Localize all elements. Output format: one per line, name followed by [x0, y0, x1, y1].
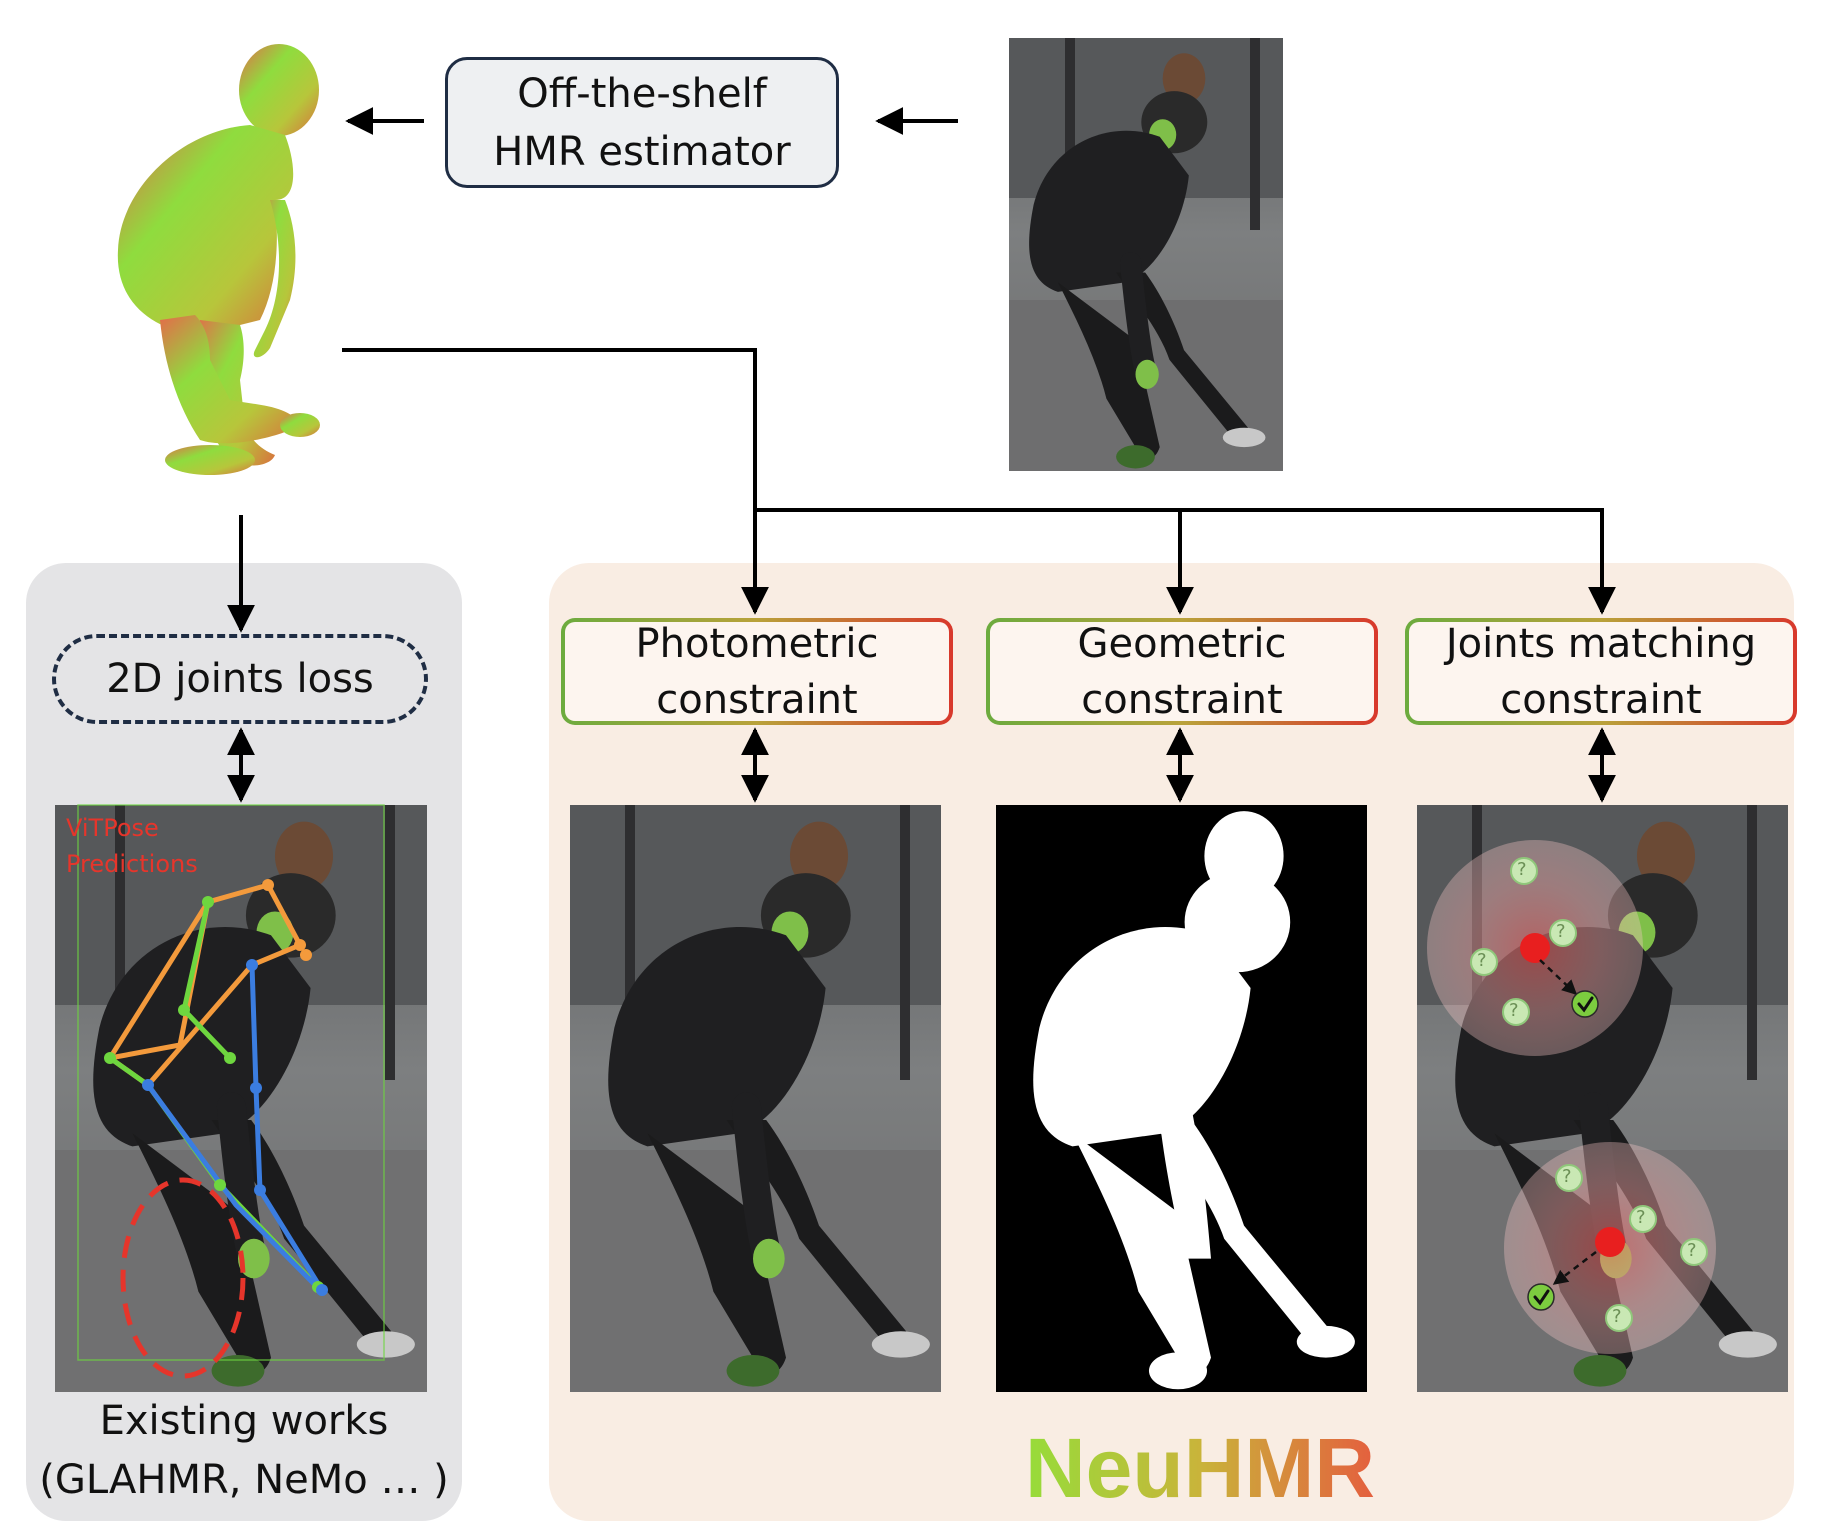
geometric-mask-image — [996, 805, 1367, 1392]
vitpose-overlay-label: ViTPose Predictions — [66, 810, 198, 882]
photometric-constraint-box: Photometric constraint — [561, 618, 953, 725]
match-marker-question: ? — [1612, 1306, 1622, 1327]
photometric-image — [570, 805, 941, 1392]
hmr-mesh-figure — [117, 44, 320, 475]
match-marker-question: ? — [1687, 1240, 1697, 1261]
joints-matching-line2: constraint — [1500, 676, 1702, 723]
neuhmr-title-part1: Neu — [1025, 1421, 1184, 1515]
match-marker-question: ? — [1509, 1000, 1519, 1021]
match-marker-question: ? — [1562, 1166, 1572, 1187]
geometric-constraint-box: Geometric constraint — [986, 618, 1378, 725]
match-marker-question: ? — [1517, 859, 1527, 880]
vitpose-overlay-line2: Predictions — [66, 850, 198, 878]
geometric-line1: Geometric — [1077, 620, 1287, 667]
photometric-line2: constraint — [656, 676, 858, 723]
connectors — [227, 107, 1616, 803]
error-highlight-ellipse — [120, 1177, 246, 1379]
match-marker-question: ? — [1556, 921, 1566, 942]
match-marker-question: ? — [1636, 1207, 1646, 1228]
joints-matching-image — [1417, 805, 1788, 1392]
hmr-estimator-box: Off-the-shelf HMR estimator — [445, 57, 839, 188]
geometric-line2: constraint — [1081, 676, 1283, 723]
existing-works-caption: Existing works — [99, 1398, 389, 1444]
vitpose-overlay-line1: ViTPose — [66, 814, 159, 842]
input-photo — [1009, 38, 1283, 471]
existing-works-examples: (GLAHMR, NeMo … ) — [39, 1457, 449, 1503]
hmr-estimator-line2: HMR estimator — [493, 128, 791, 175]
photometric-line1: Photometric — [635, 620, 879, 667]
vitpose-image — [55, 804, 427, 1392]
joints-loss-label: 2D joints loss — [106, 656, 374, 702]
neuhmr-title: NeuHMR — [1000, 1420, 1400, 1517]
joints-matching-line1: Joints matching — [1445, 620, 1757, 667]
joints-loss-box: 2D joints loss — [52, 634, 428, 724]
hmr-estimator-line1: Off-the-shelf — [517, 70, 767, 117]
neuhmr-title-part2: HMR — [1183, 1421, 1375, 1515]
vitpose-joints — [104, 879, 328, 1296]
match-marker-question: ? — [1477, 950, 1487, 971]
joints-matching-constraint-box: Joints matching constraint — [1405, 618, 1797, 725]
